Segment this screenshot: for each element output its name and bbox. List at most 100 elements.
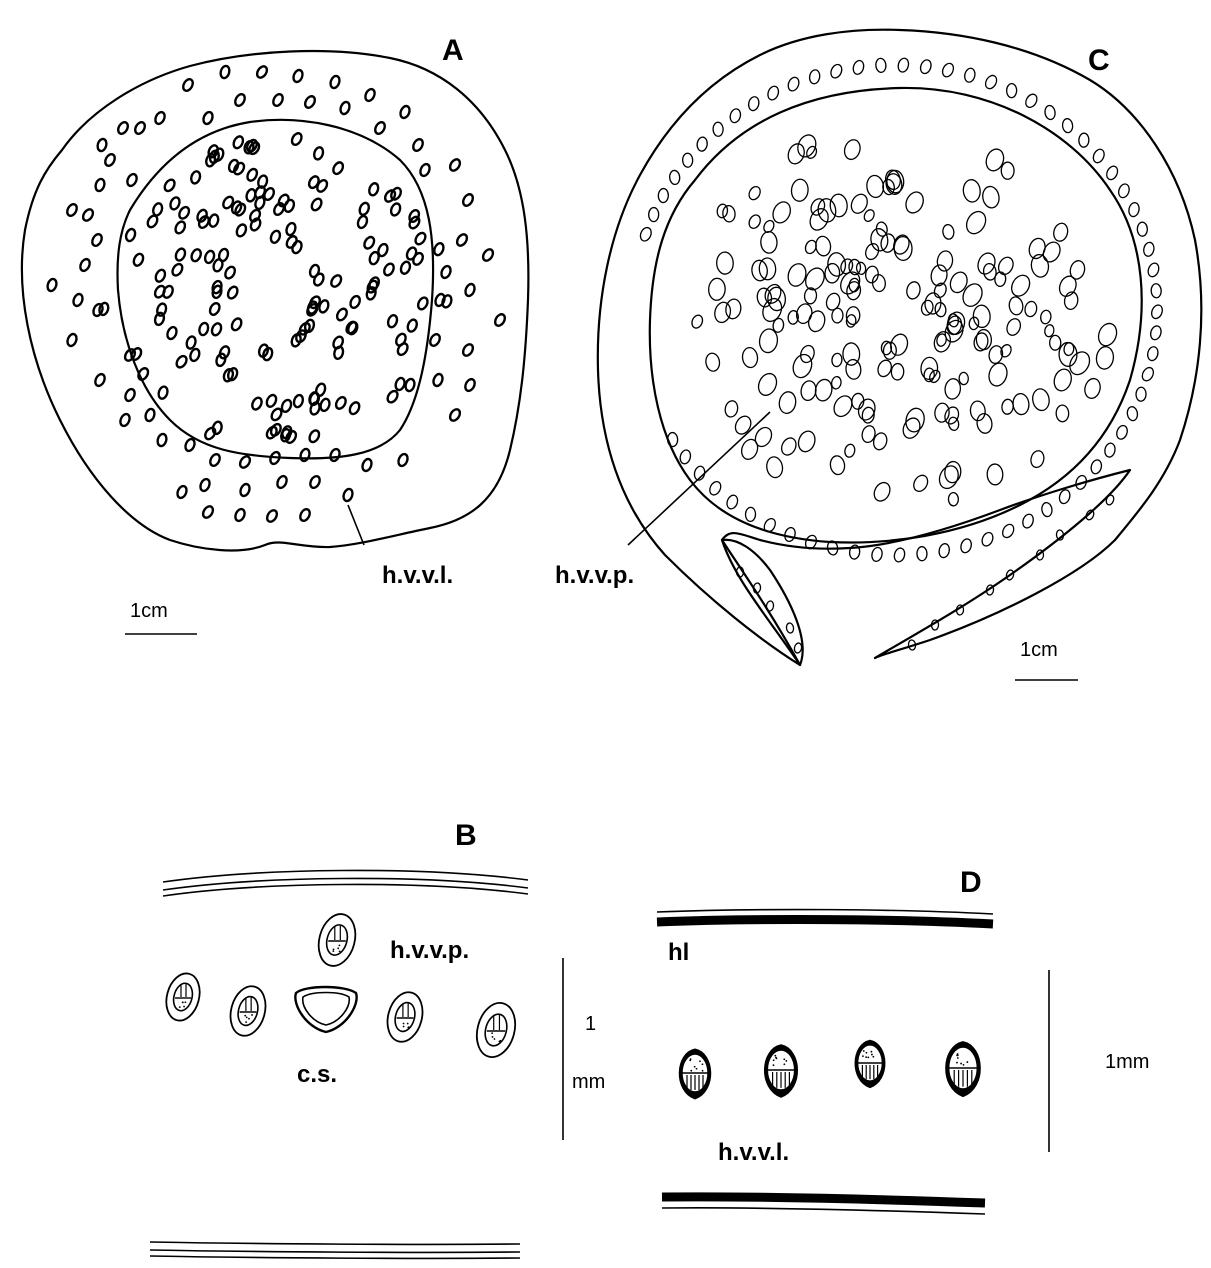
- panel-c-bundle: [752, 425, 775, 450]
- panel-c-bundle: [742, 347, 759, 368]
- panel-c-bundle: [793, 642, 802, 653]
- panel-c-bundle: [1095, 321, 1119, 349]
- panel-a-bundle: [319, 398, 331, 412]
- panel-a-label: h.v.v.l.: [382, 562, 453, 589]
- panel-c-bundle: [962, 179, 981, 203]
- panel-c-bundle: [1044, 105, 1056, 120]
- panel-a-bundle: [348, 401, 361, 416]
- panel-a-bundle: [312, 272, 325, 287]
- panel-c-bundle: [872, 274, 887, 292]
- panel-b: B h.v.v.p. c.s. 1 mm: [150, 819, 605, 1258]
- panel-b-bottom-epidermis: [150, 1242, 520, 1244]
- panel-a-bundle: [397, 453, 409, 468]
- panel-c-bundle: [903, 189, 927, 215]
- panel-a-bundle: [176, 485, 188, 500]
- panel-a-bundle: [428, 333, 441, 348]
- panel-c-bundle: [872, 431, 889, 451]
- panel-a-bundle: [201, 505, 215, 520]
- panel-c-bundle: [708, 278, 726, 301]
- panel-d-bundle: [946, 1042, 981, 1097]
- panel-d-top-epidermis: [657, 920, 993, 924]
- panel-a-bundle: [230, 317, 243, 332]
- panel-c-bundle: [980, 531, 995, 548]
- panel-a-bundle: [171, 262, 185, 277]
- panel-c-letter: C: [1088, 44, 1110, 77]
- panel-a-bundle: [126, 173, 139, 188]
- panel-c-bundle: [1150, 303, 1165, 320]
- panel-d-label-bottom: h.v.v.l.: [718, 1139, 789, 1166]
- panel-a-bundle: [329, 75, 341, 89]
- panel-a-bundle: [210, 322, 223, 337]
- panel-a-bundle: [290, 132, 303, 147]
- panel-a-bundle: [250, 396, 263, 411]
- panel-c-bundle: [669, 170, 680, 185]
- panel-b-bottom-epidermis-inner: [150, 1250, 520, 1252]
- panel-a-bundle: [93, 373, 106, 388]
- panel-c-bundle: [894, 236, 913, 260]
- panel-c-bundle: [1143, 241, 1156, 257]
- panel-a-bundle: [189, 348, 201, 363]
- panel-a-bundle: [413, 231, 427, 246]
- panel-c-bundle: [1008, 272, 1033, 299]
- panel-c-bundle: [831, 393, 856, 420]
- panel-a-bundle: [493, 313, 507, 328]
- panel-a-bundle: [81, 208, 95, 223]
- panel-a-bundle: [368, 276, 381, 291]
- panel-c-bundle: [845, 359, 862, 380]
- panel-b-scale-number: 1: [585, 1013, 596, 1035]
- panel-d-bundle: [764, 1045, 797, 1098]
- panel-a-bundle: [461, 343, 475, 358]
- panel-c-bundle: [1024, 92, 1040, 109]
- panel-a-bundle: [46, 278, 58, 292]
- panel-c-label: h.v.v.p.: [555, 562, 634, 589]
- panel-d-scale-label: 1mm: [1105, 1051, 1149, 1073]
- panel-a-bundle: [329, 448, 342, 463]
- panel-a-bundle: [271, 93, 284, 108]
- panel-a-bundle: [455, 233, 469, 248]
- panel-b-bundle: [161, 970, 204, 1025]
- panel-c-bundle: [1115, 424, 1129, 441]
- panel-c-bundle: [790, 352, 815, 380]
- panel-a-bundle: [433, 242, 445, 257]
- panel-a-bundle: [154, 268, 167, 283]
- panel-a-bundle: [265, 509, 279, 524]
- panel-a-bundle: [386, 389, 400, 404]
- panel-a-bundle: [349, 295, 362, 310]
- panel-a-bundle: [269, 229, 281, 244]
- panel-a-bundle: [373, 121, 386, 136]
- panel-c-bundle: [904, 406, 927, 433]
- panel-c-bundle: [856, 262, 867, 275]
- panel-c-bundle: [900, 415, 923, 441]
- panel-c-bundle: [973, 305, 991, 328]
- panel-c-bundle: [745, 507, 756, 521]
- panel-c-bundle: [994, 272, 1006, 287]
- panel-a-bundle: [235, 223, 248, 238]
- panel-c-bundle: [938, 543, 951, 559]
- panel-b-top-epidermis: [163, 870, 528, 882]
- panel-a-bundle: [356, 215, 368, 230]
- panel-a-bundle: [364, 88, 377, 103]
- panel-c-bundle: [1057, 274, 1080, 299]
- panel-c-bundle: [1090, 459, 1103, 475]
- panel-a-bundle: [174, 220, 187, 235]
- panel-c-bundle: [690, 314, 704, 330]
- panel-c-bundle: [976, 329, 992, 350]
- panel-a: A h.v.v.l. 1cm: [22, 34, 528, 634]
- panel-a-bundle: [463, 378, 476, 393]
- panel-a-bundle: [382, 262, 395, 277]
- panel-a-bundle: [298, 508, 311, 523]
- panel-c-bundle: [725, 494, 739, 511]
- panel-c-bundle: [799, 344, 817, 365]
- panel-c-bundle: [805, 145, 818, 160]
- panel-a-bundle: [329, 274, 343, 289]
- panel-c-bundle: [1059, 342, 1078, 366]
- panel-c-bundle: [959, 538, 973, 554]
- panel-a-bundle: [185, 335, 197, 349]
- panel-c-bundle: [986, 361, 1009, 388]
- panel-c-bundle: [1105, 164, 1120, 181]
- panel-d-top-epidermis-line: [657, 910, 993, 914]
- panel-c-bundle: [724, 298, 742, 320]
- panel-a-bundle: [315, 382, 327, 397]
- panel-a-bundle: [481, 248, 495, 263]
- panel-c-bundle: [829, 194, 848, 218]
